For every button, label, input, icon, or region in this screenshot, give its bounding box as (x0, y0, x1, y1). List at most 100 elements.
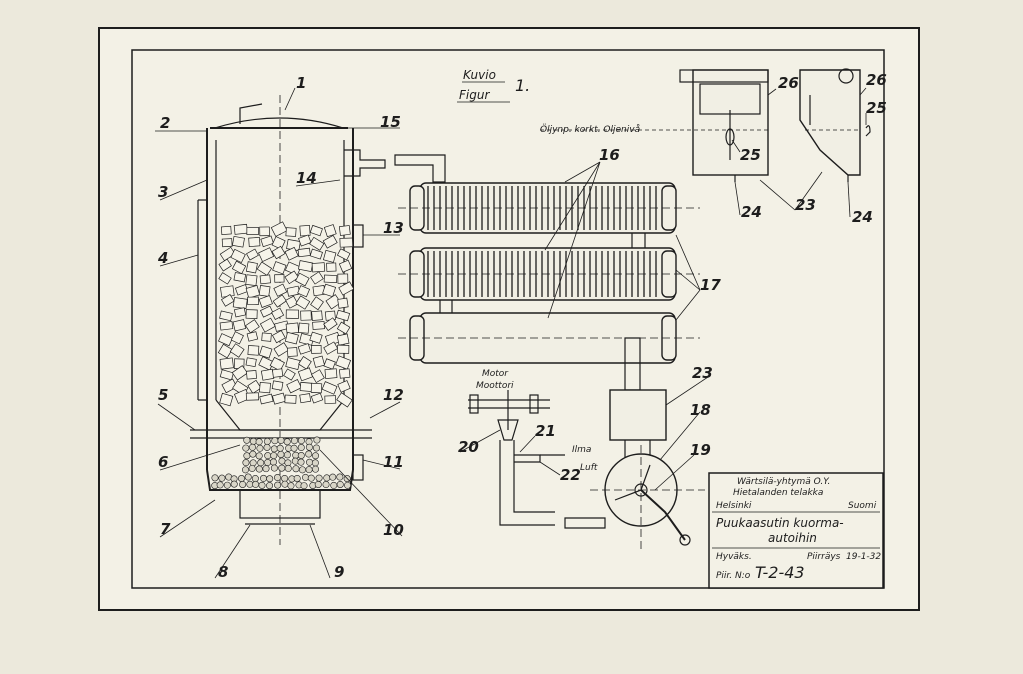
wood-chip (286, 379, 302, 394)
charcoal-piece (269, 458, 277, 466)
charcoal-piece (305, 443, 313, 451)
wood-chip (258, 247, 275, 263)
part-number-21: 21 (535, 422, 556, 440)
wood-chip (272, 392, 286, 405)
charcoal-piece (312, 465, 320, 473)
charcoal-piece (293, 474, 301, 482)
wood-chip (219, 310, 233, 322)
figure-title: Kuvio 1. Figur (457, 68, 530, 103)
wood-chip (231, 365, 248, 381)
wood-chip (310, 271, 324, 285)
wood-chip (336, 333, 350, 346)
charcoal-piece (311, 459, 319, 467)
wood-chip (245, 319, 260, 334)
charcoal-piece (249, 450, 257, 458)
wood-chip (324, 395, 337, 404)
wood-chip (220, 294, 235, 307)
part-number-3: 3 (158, 183, 168, 201)
wood-chip (285, 227, 297, 237)
charcoal-piece (266, 482, 274, 490)
wood-chip (337, 344, 350, 354)
wood-chip (285, 295, 299, 309)
title-figur: Figur (459, 88, 490, 102)
wood-chip (311, 262, 326, 273)
wood-chip (310, 382, 323, 394)
charcoal-piece (244, 473, 252, 481)
wood-chip (246, 331, 259, 342)
wood-chip (311, 310, 323, 321)
wood-chip (219, 246, 236, 262)
charcoal-piece (255, 452, 263, 460)
title-block-subject-1: Puukaasutin kuorma- (716, 516, 844, 530)
part-number-17: 17 (700, 276, 721, 294)
wood-chip (231, 260, 247, 275)
wood-chip (233, 272, 247, 283)
wood-chip (338, 259, 353, 273)
charcoal-piece (264, 459, 272, 467)
motor-label-sv: Moottori (476, 381, 514, 391)
part-number-12: 12 (383, 386, 404, 404)
wood-chip (295, 272, 310, 287)
charcoal-piece (252, 480, 260, 488)
part-number-22: 22 (560, 466, 581, 484)
title-block-subject-2: autoihin (768, 531, 817, 545)
charcoal-piece (255, 438, 263, 446)
wood-chip (322, 249, 337, 263)
wood-chip (299, 225, 311, 237)
charcoal-piece (305, 450, 313, 458)
part-number-24b: 24 (852, 208, 873, 226)
wood-chip (338, 225, 351, 236)
charcoal-piece (255, 465, 263, 473)
wood-chip (297, 367, 314, 382)
wood-chip (247, 379, 262, 394)
charcoal-piece (270, 445, 278, 453)
title-block-date-value: 19-1-32 (846, 552, 881, 562)
wood-chip (324, 368, 338, 379)
wood-chips-fill (217, 221, 355, 408)
title-block-country: Suomi (848, 501, 877, 511)
wood-chip (310, 392, 324, 404)
charcoal-piece (251, 475, 259, 483)
charcoal-piece (281, 480, 289, 488)
charcoal-piece (258, 481, 266, 489)
wood-chip (259, 382, 271, 394)
wood-chip (219, 321, 234, 331)
wood-chip (247, 296, 259, 306)
wood-chip (217, 343, 233, 359)
charcoal-piece (242, 444, 250, 452)
wood-chip (335, 309, 351, 322)
wood-chip (310, 296, 324, 311)
charcoal-piece (291, 457, 299, 465)
wood-chip (232, 297, 248, 310)
wood-chip (284, 331, 299, 345)
part-number-23b: 23 (795, 196, 816, 214)
charcoal-piece (270, 464, 278, 472)
wood-chip (259, 305, 274, 318)
wood-chip (230, 248, 246, 264)
wood-chip (259, 393, 274, 405)
wood-chip (311, 344, 322, 354)
wood-chip (283, 368, 296, 381)
wood-chip (285, 309, 299, 319)
wood-chip (230, 331, 244, 345)
wood-chip (309, 248, 323, 260)
wood-chip (312, 355, 325, 368)
wood-chip (270, 221, 288, 237)
wood-chip (325, 294, 342, 310)
wood-chip (323, 224, 337, 238)
wood-chip (284, 270, 300, 285)
charcoal-piece (297, 444, 305, 452)
part-number-8: 8 (218, 563, 228, 581)
wood-chip (258, 285, 271, 297)
title-number: 1. (515, 76, 530, 95)
title-block-city: Helsinki (716, 501, 752, 511)
charcoal-piece (242, 459, 250, 467)
cooler-unit (394, 154, 700, 391)
wood-chip (259, 226, 270, 237)
charcoal-piece (290, 444, 298, 452)
part-number-14: 14 (296, 169, 317, 187)
charcoal-piece (257, 459, 265, 467)
part-number-26: 26 (778, 74, 799, 92)
charcoal-piece (315, 474, 323, 482)
charcoal-bed (211, 436, 352, 490)
